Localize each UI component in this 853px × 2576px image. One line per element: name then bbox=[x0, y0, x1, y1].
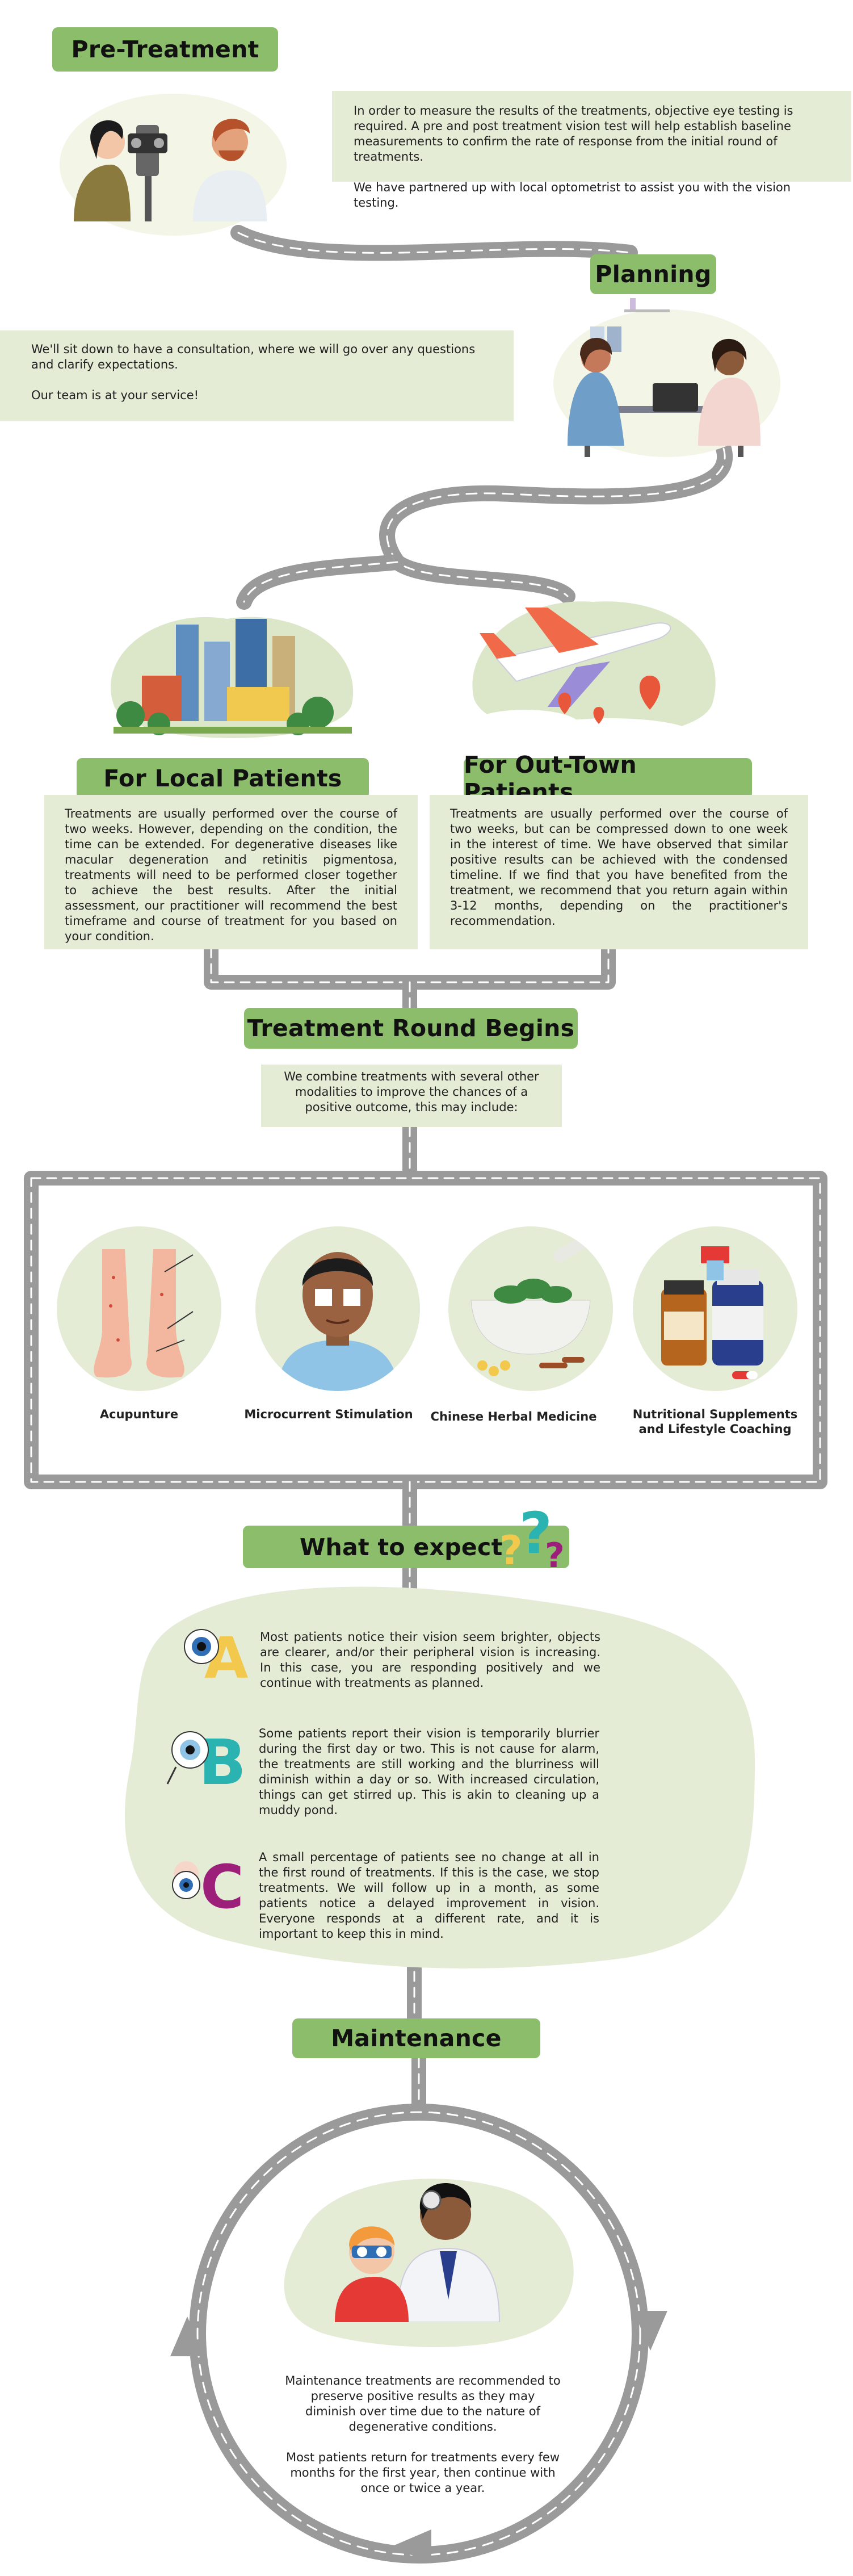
pretreatment-paragraph-1: In order to measure the results of the t… bbox=[354, 104, 793, 164]
maintenance-paragraph-2: Most patients return for treatments ever… bbox=[285, 2451, 560, 2495]
pretreatment-title: Pre-Treatment bbox=[52, 27, 278, 72]
treatment-round-panel: We combine treatments with several other… bbox=[261, 1065, 562, 1127]
expect-item-b: Some patients report their vision is tem… bbox=[259, 1727, 599, 1817]
eye-exam-illustration bbox=[60, 94, 287, 236]
expect-item-c: A small percentage of patients see no ch… bbox=[259, 1850, 599, 1941]
local-patients-title: For Local Patients bbox=[77, 758, 369, 799]
question-marks-icon: ? ? ? bbox=[499, 1502, 565, 1576]
outtown-patients-panel: Treatments are usually performed over th… bbox=[430, 795, 808, 949]
local-patients-panel: Treatments are usually performed over th… bbox=[44, 795, 418, 949]
planning-paragraph-2: Our team is at your service! bbox=[31, 388, 199, 402]
modality-microcurrent bbox=[255, 1226, 420, 1391]
svg-text:?: ? bbox=[519, 1502, 552, 1566]
pretreatment-paragraph-2: We have partnered up with local optometr… bbox=[354, 181, 791, 210]
modality-supplements bbox=[633, 1226, 797, 1391]
what-to-expect-label: What to expect bbox=[300, 1533, 503, 1561]
maintenance-paragraph-1: Maintenance treatments are recommended t… bbox=[285, 2374, 561, 2433]
herbal-mortar-icon bbox=[470, 1230, 600, 1376]
feet-acupuncture-icon bbox=[94, 1249, 194, 1378]
optometrist-child-illustration bbox=[335, 2183, 501, 2322]
svg-text:?: ? bbox=[545, 1536, 565, 1576]
consultation-illustration bbox=[553, 298, 780, 457]
maintenance-text-block: Maintenance treatments are recommended t… bbox=[284, 2373, 562, 2496]
what-to-expect-title: What to expect bbox=[243, 1526, 569, 1568]
modality-acupuncture bbox=[57, 1226, 221, 1391]
expect-blob-background bbox=[124, 1586, 755, 1968]
svg-text:?: ? bbox=[499, 1527, 523, 1574]
planning-info-panel: We'll sit down to have a consultation, w… bbox=[0, 330, 514, 421]
local-patients-text: Treatments are usually performed over th… bbox=[65, 807, 397, 943]
maintenance-title: Maintenance bbox=[292, 2018, 540, 2058]
pretreatment-info-panel: In order to measure the results of the t… bbox=[332, 91, 851, 210]
microcurrent-face-icon bbox=[278, 1252, 397, 1391]
modality-label-supplements: Nutritional Supplements and Lifestyle Co… bbox=[632, 1408, 798, 1436]
airplane-illustration bbox=[468, 601, 716, 752]
planning-paragraph-1: We'll sit down to have a consultation, w… bbox=[31, 342, 476, 371]
letter-c-eye-icon: C bbox=[172, 1853, 244, 1916]
outtown-patients-text: Treatments are usually performed over th… bbox=[450, 807, 788, 928]
svg-text:C: C bbox=[200, 1853, 244, 1916]
expect-item-a: Most patients notice their vision seem b… bbox=[260, 1630, 600, 1690]
modality-label-herbal: Chinese Herbal Medicine bbox=[430, 1410, 597, 1423]
modality-herbal bbox=[448, 1226, 613, 1391]
treatment-round-text: We combine treatments with several other… bbox=[284, 1070, 539, 1114]
modality-label-acupuncture: Acupunture bbox=[99, 1408, 179, 1421]
treatment-round-title: Treatment Round Begins bbox=[244, 1008, 578, 1049]
outtown-patients-title: For Out-Town Patients bbox=[464, 751, 752, 806]
planning-title: Planning bbox=[590, 254, 716, 294]
letter-b-eye-icon: B bbox=[166, 1726, 246, 1790]
modality-label-microcurrent: Microcurrent Stimulation bbox=[244, 1408, 413, 1421]
letter-a-eye-icon: A bbox=[184, 1625, 248, 1683]
supplement-bottles-icon bbox=[661, 1246, 763, 1379]
city-illustration bbox=[111, 617, 354, 738]
